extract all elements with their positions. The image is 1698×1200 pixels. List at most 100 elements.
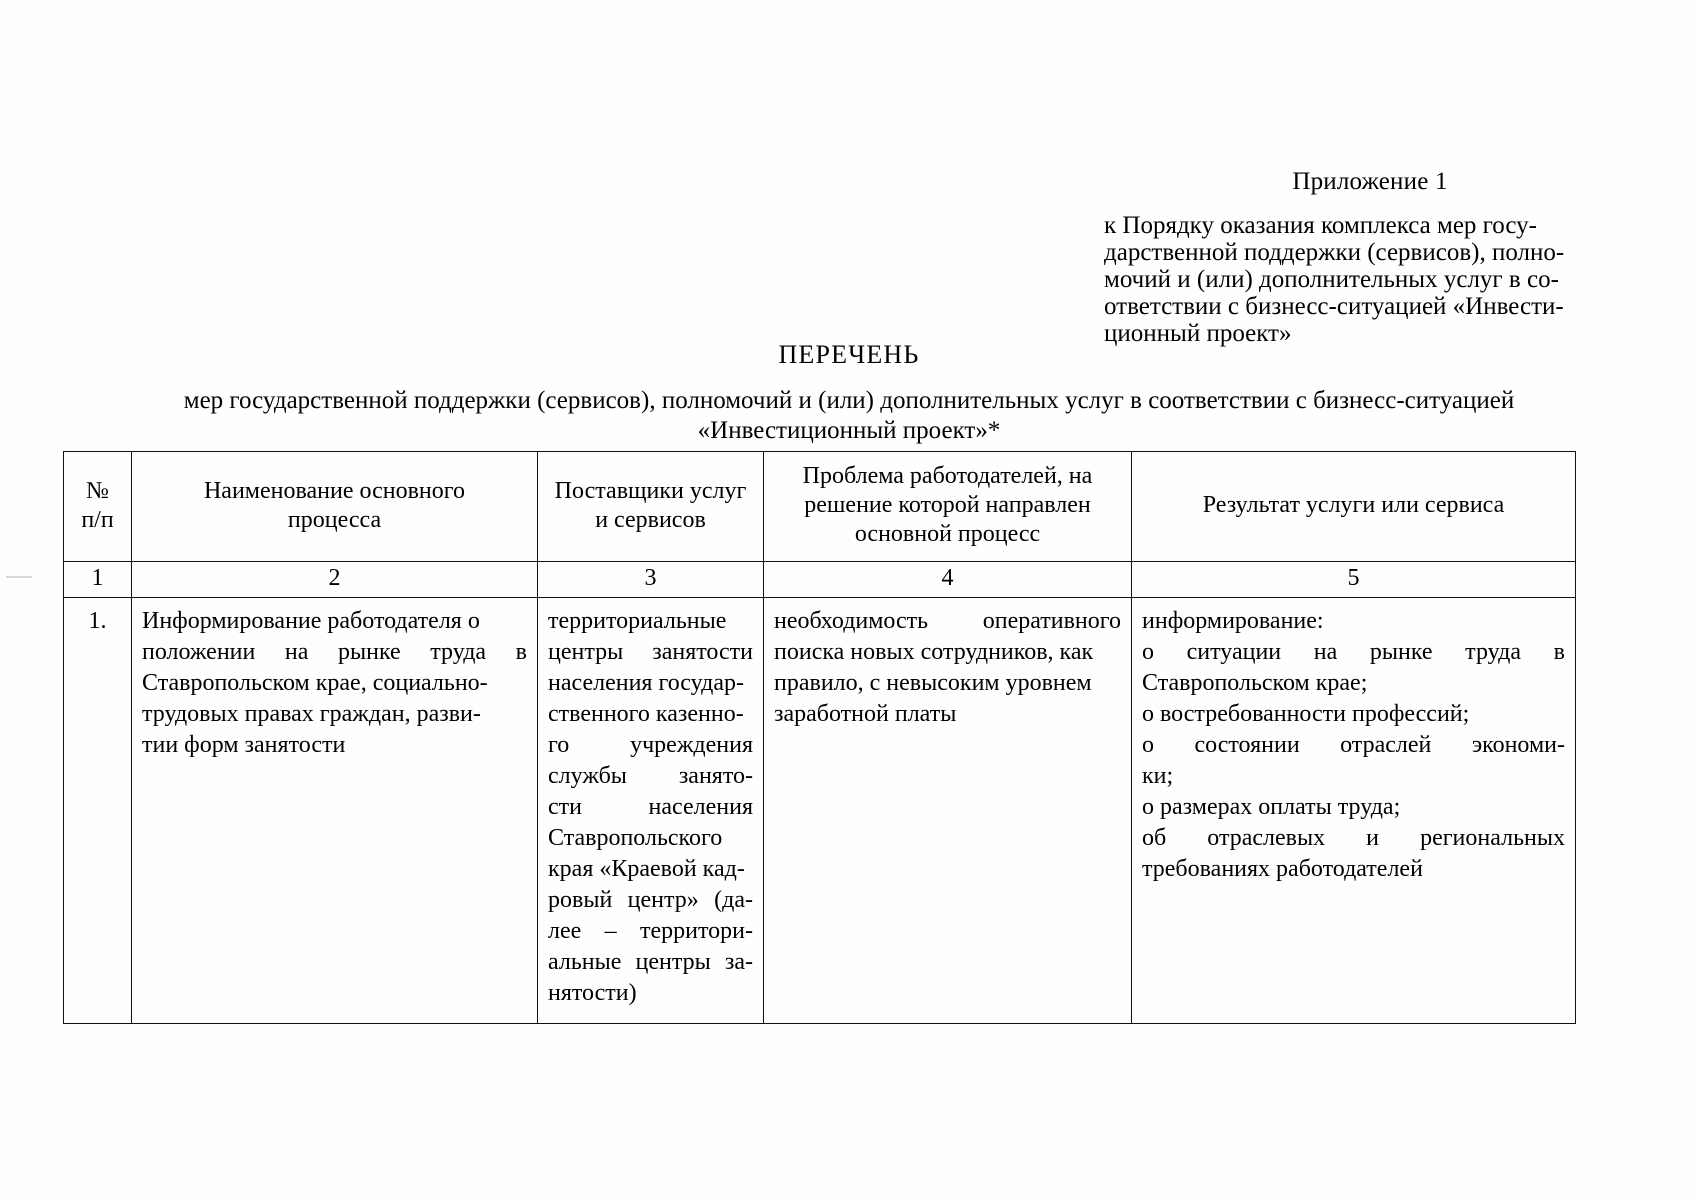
problem-line: необходимость оперативного (774, 606, 1121, 637)
providers-word: го (548, 732, 570, 758)
result-word: ситуации (1186, 639, 1282, 665)
table-header-row: № п/п Наименование основного процесса По… (63, 451, 1576, 562)
providers-line-text: нятости) (548, 980, 637, 1006)
header-providers-line-2: и сервисов (595, 506, 706, 533)
column-number-row: 1 2 3 4 5 (63, 561, 1576, 598)
appendix-ref-text-3: мочий и (или) дополнительных услуг в со- (1104, 266, 1559, 293)
header-problem-line-1: Проблема работодателей, на (802, 463, 1093, 489)
providers-line: ственного казенно- (548, 699, 753, 730)
result-line-text: требованиях работодателей (1142, 856, 1423, 882)
result-line: о размерах оплаты труда; (1142, 792, 1565, 823)
providers-line-text: края «Краевой кад- (548, 856, 745, 882)
table-header-cell-providers: Поставщики услуг и сервисов (537, 451, 764, 562)
problem-line: правило, с невысоким уровнем (774, 668, 1121, 699)
column-number-1: 1 (63, 561, 132, 598)
table-body: 1. Информирование работодателя о положен… (63, 597, 1576, 1024)
providers-word: учреждения (630, 732, 753, 758)
providers-line: ровый центр» (да- (548, 885, 753, 916)
process-line: тии форм занятости (142, 730, 527, 761)
providers-line: го учреждения (548, 730, 753, 761)
table-header-cell-result: Результат услуги или сервиса (1131, 451, 1576, 562)
process-line-text: Ставропольском крае, социально- (142, 670, 488, 696)
process-line: положении на рынке труда в (142, 637, 527, 668)
providers-line: территориальные (548, 606, 753, 637)
result-word: региональных (1420, 825, 1565, 851)
process-line: Информирование работодателя о (142, 606, 527, 637)
problem-line: заработной платы (774, 699, 1121, 730)
result-line-text: Ставропольском крае; (1142, 670, 1368, 696)
result-line-text: о востребованности профессий; (1142, 701, 1470, 727)
appendix-reference-line-4: ответствии с бизнесс-ситуацией «Инвести- (1104, 293, 1628, 320)
providers-line: Ставропольского (548, 823, 753, 854)
result-line: требованиях работодателей (1142, 854, 1565, 885)
process-word: труда (430, 639, 487, 665)
providers-line-text: территориальные (548, 608, 727, 634)
result-line: информирование: (1142, 606, 1565, 637)
appendix-reference-line-2: дарственной поддержки (сервисов), полно- (1104, 239, 1628, 266)
table-header: № п/п Наименование основного процесса По… (63, 451, 1576, 562)
header-process-line-1: Наименование основного (203, 477, 466, 504)
result-word: об (1142, 825, 1167, 851)
page-edge-artifact (6, 576, 32, 578)
result-line-text: о размерах оплаты труда; (1142, 794, 1401, 820)
providers-word: занято- (678, 763, 753, 789)
result-line: Ставропольском крае; (1142, 668, 1565, 699)
header-number-line-2: п/п (81, 506, 114, 533)
row-index: 1. (63, 597, 132, 1024)
appendix-ref-text-1: к Порядку оказания комплекса мер госу- (1104, 212, 1538, 239)
table-header-cell-process: Наименование основного процесса (131, 451, 538, 562)
result-word: и (1366, 825, 1380, 851)
appendix-reference: к Порядку оказания комплекса мер госу- д… (1104, 212, 1628, 347)
process-line: Ставропольском крае, социально- (142, 668, 527, 699)
result-word: о (1142, 732, 1154, 758)
problem-word: оперативного (982, 608, 1121, 634)
providers-word: за- (724, 949, 753, 975)
result-word: экономи- (1471, 732, 1565, 758)
appendix-ref-text-2: дарственной поддержки (сервисов), полно- (1104, 239, 1565, 266)
result-line: о востребованности профессий; (1142, 699, 1565, 730)
column-number-3: 3 (537, 561, 764, 598)
providers-line: лее – территори- (548, 916, 753, 947)
row-problem-cell: необходимость оперативного поиска новых … (763, 597, 1132, 1024)
providers-word: ровый (548, 887, 613, 913)
result-line: ки; (1142, 761, 1565, 792)
header-providers-line-1: Поставщики услуг (554, 477, 747, 504)
providers-line-text: населения государ- (548, 670, 744, 696)
providers-line: населения государ- (548, 668, 753, 699)
column-number-5: 5 (1131, 561, 1576, 598)
document-subtitle-line-2: «Инвестиционный проект»* (697, 417, 1001, 444)
result-word: о (1142, 639, 1154, 665)
document-title: ПЕРЕЧЕНЬ (778, 340, 920, 369)
problem-word: необходимость (774, 608, 929, 634)
appendix-ref-text-4: ответствии с бизнесс-ситуацией «Инвести- (1104, 293, 1564, 320)
result-word: состоянии (1194, 732, 1300, 758)
providers-word: службы (548, 763, 627, 789)
table-header-cell-problem: Проблема работодателей, на решение котор… (763, 451, 1132, 562)
process-word: в (515, 639, 527, 665)
result-word: рынке (1369, 639, 1433, 665)
document-subtitle-line-1: мер государственной поддержки (сервисов)… (183, 387, 1515, 414)
header-problem-line-2: решение которой направлен (804, 492, 1091, 518)
providers-line: службы занято- (548, 761, 753, 792)
appendix-number: Приложение 1 (1292, 168, 1448, 195)
process-line-text: тии форм занятости (142, 732, 346, 758)
result-line: об отраслевых и региональных (1142, 823, 1565, 854)
providers-word: занятости (652, 639, 753, 665)
providers-line: нятости) (548, 978, 753, 1009)
process-word: на (284, 639, 309, 665)
providers-word: – (604, 918, 617, 944)
document-subtitle: мер государственной поддержки (сервисов)… (60, 386, 1638, 446)
header-problem-line-3: основной процесс (854, 521, 1041, 547)
providers-line-text: Ставропольского (548, 825, 723, 851)
providers-word: центры (635, 949, 711, 975)
providers-word: (да- (714, 887, 753, 913)
providers-line: центры занятости (548, 637, 753, 668)
appendix-reference-line-5: ционный проект» (1104, 320, 1292, 347)
process-line-text: Информирование работодателя о (142, 608, 480, 634)
table-row: 1. Информирование работодателя о положен… (63, 597, 1576, 1024)
column-number-2: 2 (131, 561, 538, 598)
providers-word: сти (548, 794, 582, 820)
providers-line: альные центры за- (548, 947, 753, 978)
providers-line-text: ственного казенно- (548, 701, 744, 727)
